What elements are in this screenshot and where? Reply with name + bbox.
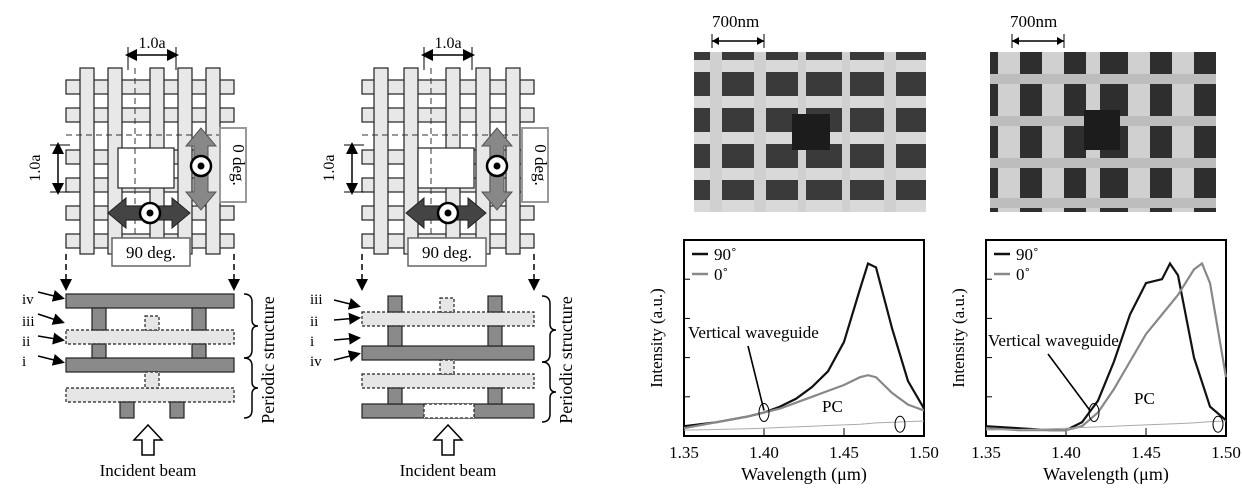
layer-label-iii: iii (22, 314, 35, 330)
woodpile-top-view (361, 67, 535, 255)
schematic-panel-1: 1.0a 1.0a 0 deg. 90 deg. (0, 0, 300, 495)
x-tick-label: 1.45 (1131, 443, 1161, 462)
scale-bar (1011, 34, 1065, 48)
legend-label: 0˚ (714, 265, 728, 284)
x-tick-label: 1.35 (669, 443, 699, 462)
x-axis-label: Wavelength (μm) (741, 464, 867, 485)
incident-beam-label: Incident beam (100, 461, 197, 480)
layer-label-iv: iv (22, 292, 34, 308)
deg0-label: 0 deg. (531, 144, 550, 186)
annotation-ellipse (1088, 402, 1100, 422)
deg90-label: 90 deg. (422, 243, 472, 262)
legend-label: 0˚ (1016, 265, 1030, 284)
scale-bar-label: 700nm (712, 12, 760, 31)
lattice-label-top: 1.0a (138, 35, 165, 52)
legend-label: 90˚ (1016, 245, 1039, 264)
layer-label-iv: iv (310, 354, 322, 370)
incident-beam-arrow (432, 423, 464, 456)
woodpile-side-view (65, 293, 235, 419)
pc-curve (985, 420, 1227, 431)
scale-bar (711, 34, 765, 48)
pc-curve (683, 420, 925, 431)
x-tick-label: 1.40 (1051, 443, 1081, 462)
annotation-ellipse (758, 402, 770, 422)
x-tick-label: 1.40 (749, 443, 779, 462)
x-tick-label: 1.50 (1211, 443, 1241, 462)
annotation-arrow (1047, 353, 1091, 411)
lattice-label-left: 1.0a (321, 154, 338, 181)
y-axis-label: Intensity (a.u.) (647, 288, 666, 388)
schematic-panel-2: 1.0a 1.0a 0 deg. 90 deg. (300, 0, 600, 495)
deg0-label: 0 deg. (229, 144, 248, 186)
x-tick-label: 1.35 (971, 443, 1001, 462)
layer-label-i: i (22, 354, 26, 370)
x-axis-label: Wavelength (μm) (1043, 464, 1169, 485)
annotation-pc: PC (822, 397, 843, 416)
y-axis-label: Intensity (a.u.) (949, 288, 968, 388)
lattice-label-left: 1.0a (27, 154, 44, 181)
annotation-ellipse (1212, 415, 1224, 433)
series-line-0deg (683, 374, 925, 430)
series-line-0deg (985, 261, 1228, 432)
sem-image-1 (694, 52, 926, 212)
plot-frame (985, 239, 1227, 437)
scale-bar-label: 700nm (1010, 12, 1058, 31)
sem-panel-1: 700nm (690, 0, 930, 222)
plot-frame (683, 239, 925, 437)
layer-label-i: i (310, 334, 314, 350)
annotation-vertical-waveguide: Vertical waveguide (988, 331, 1119, 350)
schematic-svg-1: 1.0a 1.0a 0 deg. 90 deg. (22, 35, 278, 480)
schematic-svg-2: 1.0a 1.0a 0 deg. 90 deg. (310, 35, 576, 480)
incident-beam-arrow (132, 423, 164, 456)
x-tick-label: 1.50 (909, 443, 939, 462)
annotation-ellipse (894, 415, 906, 433)
layer-label-iii: iii (310, 292, 323, 308)
deg90-label: 90 deg. (126, 243, 176, 262)
layer-label-ii: ii (310, 314, 318, 330)
periodic-structure-label: Periodic structure (556, 296, 576, 423)
x-tick-label: 1.45 (829, 443, 859, 462)
lattice-label-top: 1.0a (434, 35, 461, 52)
woodpile-top-view (65, 67, 235, 255)
incident-beam-label: Incident beam (400, 461, 497, 480)
annotation-pc: PC (1134, 389, 1155, 408)
legend-label: 90˚ (714, 245, 737, 264)
annotation-arrow (747, 345, 765, 411)
sem-image-2 (990, 52, 1216, 212)
sem-panel-2: 700nm (984, 0, 1224, 222)
layer-label-ii: ii (22, 334, 30, 350)
woodpile-side-view (361, 295, 535, 419)
annotation-vertical-waveguide: Vertical waveguide (688, 323, 819, 342)
periodic-structure-label: Periodic structure (258, 296, 278, 423)
